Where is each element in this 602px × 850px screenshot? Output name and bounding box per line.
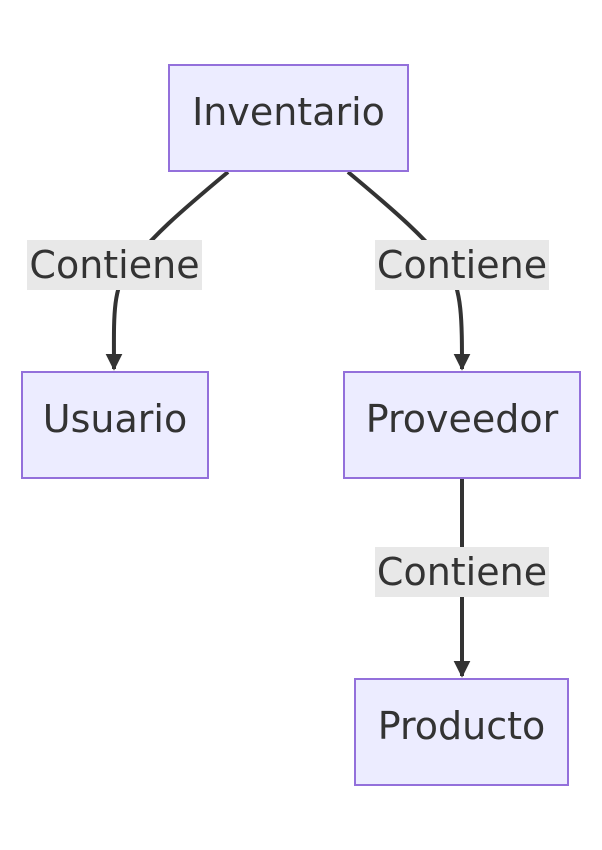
node-producto[interactable]: Producto <box>354 678 569 786</box>
node-inventario[interactable]: Inventario <box>168 64 409 172</box>
node-proveedor[interactable]: Proveedor <box>343 371 581 479</box>
node-usuario-label: Usuario <box>43 397 187 441</box>
node-usuario[interactable]: Usuario <box>21 371 209 479</box>
node-proveedor-label: Proveedor <box>366 397 559 441</box>
edge-label-inventario-proveedor: Contiene <box>375 240 549 290</box>
edge-label-proveedor-producto: Contiene <box>375 547 549 597</box>
node-inventario-label: Inventario <box>192 90 385 134</box>
edge-label-text: Contiene <box>377 550 547 594</box>
edge-label-inventario-usuario: Contiene <box>27 240 202 290</box>
edge-label-text: Contiene <box>29 243 199 287</box>
node-producto-label: Producto <box>378 704 546 748</box>
edge-label-text: Contiene <box>377 243 547 287</box>
